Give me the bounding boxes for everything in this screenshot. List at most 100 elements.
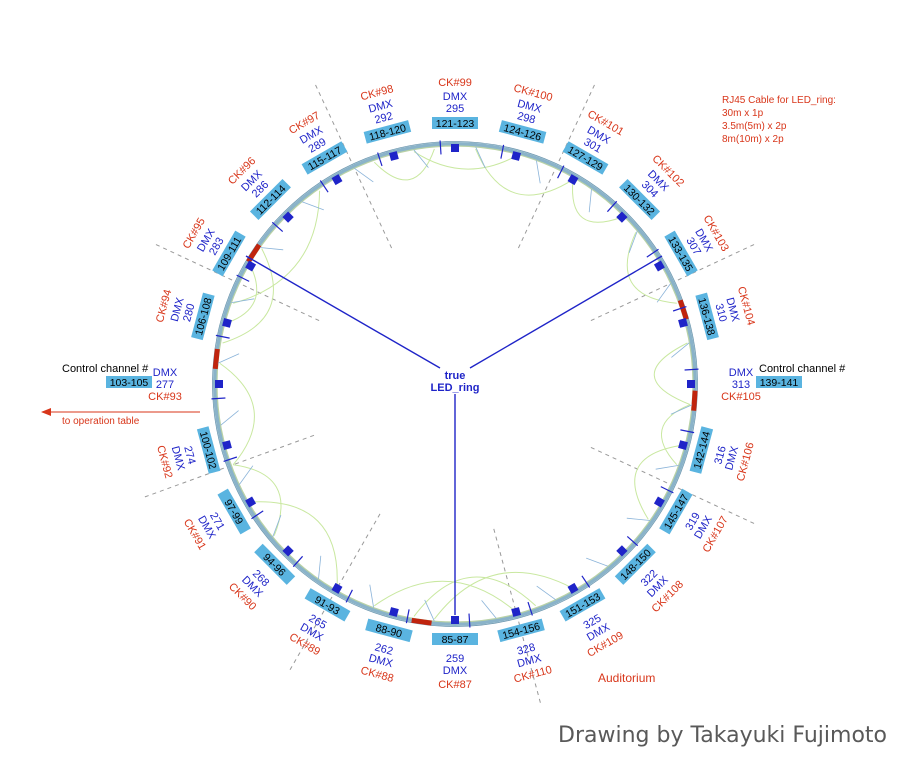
fixture-tick <box>345 589 353 603</box>
range-box <box>191 292 215 341</box>
auditorium-label: Auditorium <box>598 671 655 685</box>
cable-route <box>222 248 274 344</box>
cable-route <box>373 148 435 181</box>
range-box <box>363 120 412 144</box>
dmx-number: 262 <box>373 641 394 657</box>
fixture-mark <box>451 144 459 152</box>
fixture-tick <box>251 510 264 520</box>
splice-mark <box>691 390 698 411</box>
range-text: 121-123 <box>436 118 475 130</box>
cable-route <box>653 342 691 406</box>
signal-tap <box>413 149 429 168</box>
fixture-mark <box>282 211 294 223</box>
fixture-mark <box>331 582 343 594</box>
signal-tap <box>536 160 541 184</box>
signal-tap <box>318 555 322 580</box>
fixture-tick <box>292 555 304 568</box>
cable-route <box>219 362 255 466</box>
cable-route <box>374 580 517 613</box>
dmx-number: 298 <box>516 110 537 126</box>
fixture-mark <box>567 582 579 594</box>
cable-route <box>233 190 321 304</box>
fixture-mark <box>653 260 665 272</box>
fixture-mark <box>567 174 579 186</box>
fixture-tick <box>581 575 591 588</box>
range-box <box>659 488 693 535</box>
fixture-tick <box>527 601 533 616</box>
control-left-range: 103-105 <box>110 377 149 389</box>
dmx-number: 295 <box>446 103 464 115</box>
cable-routes <box>219 148 691 620</box>
signal-tap <box>238 465 254 485</box>
fixture-mark <box>245 496 257 508</box>
dmx-number: 328 <box>516 641 537 657</box>
range-box <box>212 230 246 277</box>
fixture-mark <box>389 607 399 617</box>
fixture-mark <box>687 380 695 388</box>
range-box <box>365 618 413 643</box>
splice-mark <box>212 348 220 370</box>
signal-tap <box>217 353 240 364</box>
range-box <box>497 618 545 643</box>
fixture-mark <box>245 260 257 272</box>
cable-note-line3: 3.5m(5m) x 2p <box>722 121 787 132</box>
fixture-mark <box>616 545 628 557</box>
fixture-tick <box>500 144 505 159</box>
fixture-tick <box>646 248 659 258</box>
fixture-mark <box>451 616 459 624</box>
fixture-mark <box>616 211 628 223</box>
signal-tap <box>424 599 435 622</box>
range-text: 88-90 <box>374 622 403 641</box>
signal-tap <box>354 167 374 183</box>
range-box <box>695 292 719 341</box>
signal-tap <box>588 188 592 213</box>
fixture-tick <box>684 368 699 371</box>
cable-note-line1: RJ45 Cable for LED_ring: <box>722 95 836 106</box>
cable-route <box>226 265 258 324</box>
range-text: 154-156 <box>501 620 541 642</box>
control-right-range-box <box>756 376 802 388</box>
cable-route <box>661 404 691 466</box>
fixture-mark <box>511 607 521 617</box>
credit-line: Drawing by Takayuki Fujimoto <box>558 723 887 748</box>
fixture-mark <box>678 440 688 450</box>
fixture-tick <box>271 221 284 233</box>
control-right-range: 139-141 <box>760 377 799 389</box>
control-left-header: Control channel # <box>62 363 149 375</box>
cable-note-line4: 8m(10m) x 2p <box>722 134 784 145</box>
signal-tap <box>628 230 638 253</box>
range-box <box>196 426 221 474</box>
signal-tap <box>369 584 374 608</box>
spoke-upper-right <box>469 255 663 369</box>
splice-mark <box>677 299 689 321</box>
fixture-tick <box>236 274 250 282</box>
fixture-mark <box>653 496 665 508</box>
range-box <box>254 543 296 585</box>
range-text: 106-108 <box>193 296 215 336</box>
range-box <box>304 588 351 622</box>
fixture-tick <box>215 334 230 339</box>
control-right-dmx-num: 313 <box>732 379 750 391</box>
cable-route <box>572 179 623 223</box>
dmx-number: 292 <box>373 110 394 126</box>
cable-route <box>626 232 677 304</box>
cable-route <box>634 444 684 520</box>
fixture-tick <box>680 429 695 434</box>
range-text: 118-120 <box>368 122 408 143</box>
operation-table-pointer: to operation table <box>41 408 200 427</box>
cable-route <box>434 571 574 620</box>
range-box <box>432 633 478 645</box>
fixture-mark <box>511 151 521 161</box>
